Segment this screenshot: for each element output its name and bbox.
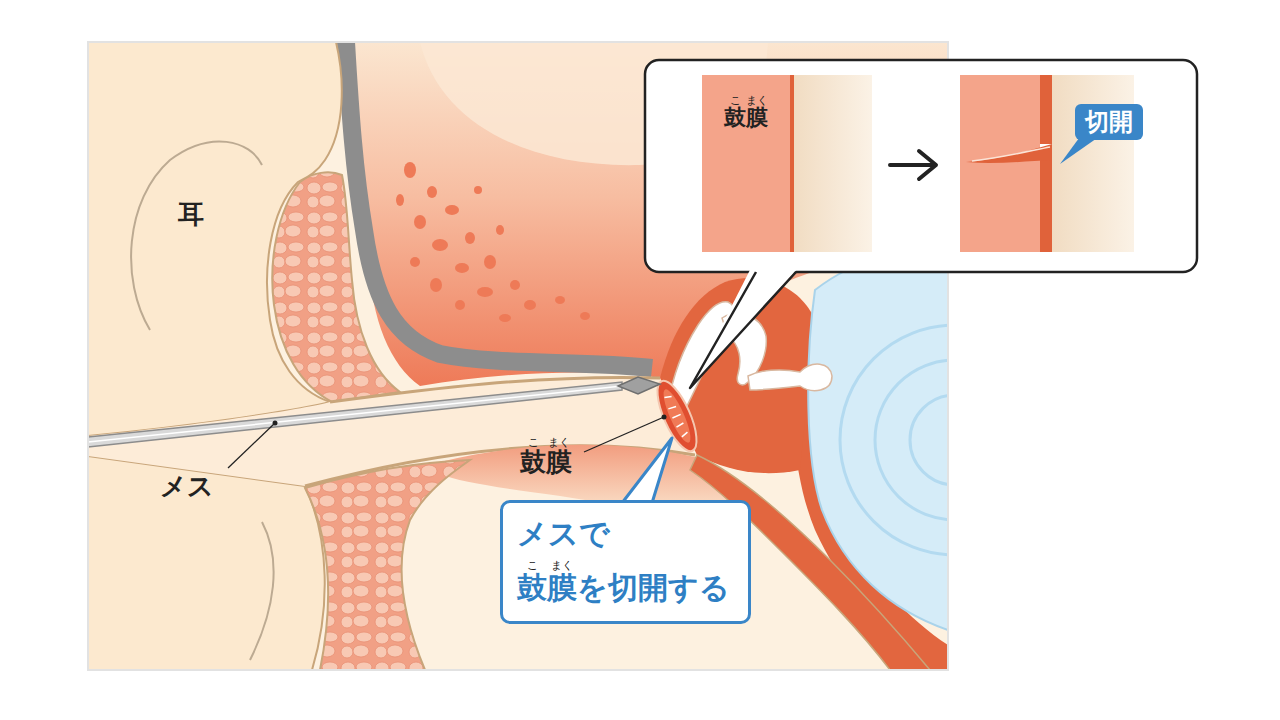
auricle [88,456,325,670]
temporal-bone [455,300,465,310]
temporal-bone [404,162,416,178]
arrow-symbol [890,151,936,179]
part-label: 鼓膜 [520,448,572,478]
auricle [88,42,342,670]
node-text: メスで 鼓膜を切開する [517,507,730,615]
temporal-bone [510,280,520,290]
incised-eardrum-section [1052,75,1134,252]
scalpel [88,382,622,447]
temporal-bone [396,194,404,206]
node-text: 切開 [1085,107,1133,137]
eardrum-section [782,75,872,252]
cochlea [875,360,948,520]
incised-eardrum-section [1040,160,1052,252]
leader-line [228,415,667,469]
arrow-symbol [890,151,936,179]
inset-frame [645,60,1197,272]
eardrum [663,394,689,437]
temporal-bone [499,314,511,322]
inset-frame [690,266,800,388]
incised-eardrum-section [972,147,1050,161]
ossicles [748,364,832,390]
temporal-bone [430,278,442,292]
incised-eardrum-section [1040,75,1052,144]
temporal-bone [432,239,448,251]
inset-frame [690,272,796,388]
auricle [131,141,262,330]
furigana: こ [730,95,741,108]
cochlea [910,395,948,485]
part-label: メス [160,472,214,502]
temporal-bone [580,312,590,320]
background [88,42,948,670]
temporal-bone [496,225,504,235]
cochlea [840,325,948,555]
temporal-bone [410,257,420,267]
scalpel [88,386,622,442]
eardrum [659,387,695,446]
leader-line [228,423,275,468]
temporal-bone [455,263,469,273]
incision-tag: 切開 [1075,104,1143,140]
temporal-bone [465,232,475,244]
leader-line [273,421,278,426]
temporal-bone [484,255,496,269]
temporal-bone [427,186,437,198]
temporal-bone [474,186,482,194]
furigana: まく [551,560,573,573]
auricle [88,42,342,436]
eardrum-section [794,75,872,252]
picture-frame [88,42,948,670]
scalpel [88,377,660,447]
callout-box: メスで 鼓膜を切開する [500,500,751,624]
incised-eardrum-section [960,75,1040,252]
temporal-bone [477,287,493,297]
leader-line [584,417,664,452]
scalpel [618,377,660,394]
eardrum [650,376,705,456]
temporal-bone [414,215,426,229]
callout-tail [622,438,672,503]
incised-eardrum-section [960,75,1134,252]
node-text: 鼓膜 [702,105,790,131]
leader-line [662,415,667,420]
furigana: まく [746,95,768,108]
incised-eardrum-section [966,144,1052,163]
inset-frame [645,60,1197,388]
auricle [250,522,274,660]
furigana: こ [527,560,538,573]
eardrum [650,376,705,456]
part-label: 耳 [178,200,204,230]
spongy-bone [305,460,470,670]
temporal-bone [555,296,565,304]
anatomy [88,42,948,670]
temporal-bone [445,205,459,215]
temporal-bone [524,300,536,310]
cartilage [346,42,652,368]
